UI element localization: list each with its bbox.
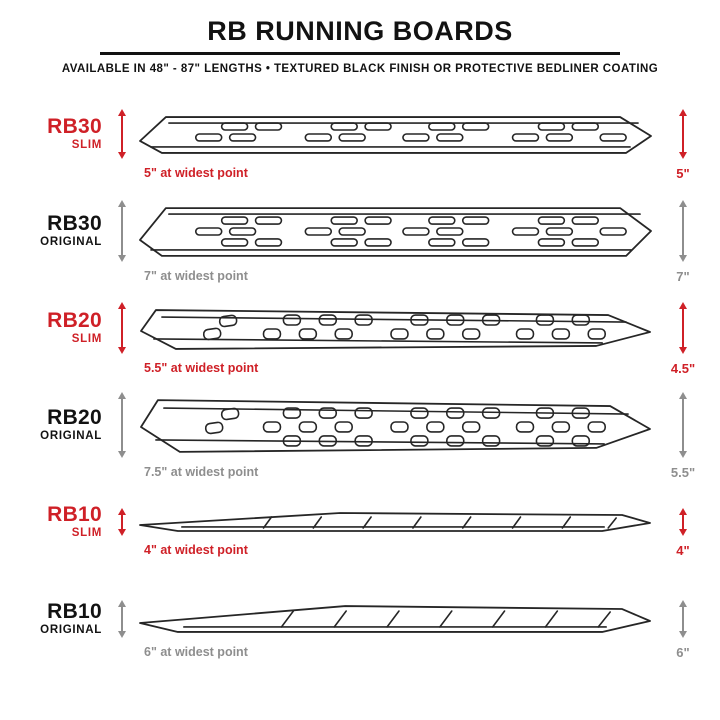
product-row-rb10-slim: RB10 SLIM [0, 473, 720, 570]
height-arrow-icon [676, 302, 690, 354]
model-name: RB30 [47, 211, 102, 235]
product-row-rb20-original: RB20 ORIGINAL [0, 376, 720, 480]
product-row-rb20-slim: RB20 SLIM [0, 279, 720, 376]
variant-name: SLIM [71, 139, 102, 152]
width-note: 7" at widest point [144, 268, 248, 283]
height-arrow-icon [676, 600, 690, 638]
page-subtitle: AVAILABLE IN 48" - 87" LENGTHS • TEXTURE… [61, 63, 659, 75]
title-underline [100, 52, 620, 55]
product-row-rb30-original: RB30 ORIGINAL [0, 182, 720, 284]
left-arrow-cell [108, 182, 136, 279]
variant-name: SLIM [71, 527, 102, 540]
left-arrow-cell [108, 570, 136, 667]
arrow-line [121, 604, 123, 633]
slash-pattern [280, 609, 611, 628]
left-arrow-cell [108, 85, 136, 182]
product-rows: RB30 SLIM [0, 85, 720, 667]
arrow-line [121, 113, 123, 154]
board-drawing-rb20-slim [140, 308, 651, 350]
product-label: RB20 ORIGINAL [8, 405, 108, 443]
height-arrow-icon [115, 109, 129, 159]
product-label: RB10 SLIM [8, 502, 108, 540]
page-title: RB RUNNING BOARDS [207, 16, 513, 46]
board-drawing-rb30-original [139, 206, 652, 257]
width-note: 6" at widest point [144, 644, 248, 659]
slot-pattern [194, 121, 627, 142]
arrow-line [121, 306, 123, 349]
board-drawing-rb20-original [140, 398, 651, 453]
model-name: RB20 [47, 308, 102, 332]
height-value: 6" [676, 644, 690, 660]
product-label: RB30 ORIGINAL [8, 211, 108, 249]
board-cell: 7" at widest point [136, 200, 654, 283]
variant-name: ORIGINAL [40, 430, 102, 443]
page-header: RB RUNNING BOARDS AVAILABLE IN 48" - 87"… [0, 16, 720, 75]
board-cell: 7.5" at widest point [136, 392, 654, 479]
height-value: 5" [676, 165, 690, 181]
right-arrow-cell: 4" [654, 508, 712, 558]
board-cell: 5" at widest point [136, 109, 654, 180]
height-arrow-icon [115, 200, 129, 262]
height-value: 7" [676, 268, 690, 284]
model-name: RB10 [47, 502, 102, 526]
height-arrow-icon [676, 508, 690, 536]
height-arrow-icon [676, 392, 690, 458]
height-arrow-icon [115, 600, 129, 638]
height-value: 5.5" [670, 464, 696, 480]
board-drawing-rb10-slim [139, 511, 651, 532]
height-arrow-icon [115, 302, 129, 354]
board-drawing-rb10-original [139, 604, 651, 633]
right-arrow-cell: 5" [654, 109, 712, 181]
vent-pattern [204, 406, 606, 447]
vent-pattern [202, 313, 606, 340]
variant-name: SLIM [71, 333, 102, 346]
model-name: RB10 [47, 599, 102, 623]
height-arrow-icon [676, 109, 690, 159]
arrow-line [682, 396, 684, 453]
board-drawing-rb30-slim [139, 115, 652, 154]
variant-name: ORIGINAL [40, 236, 102, 249]
left-arrow-cell [108, 473, 136, 570]
right-arrow-cell: 4.5" [654, 302, 712, 376]
height-arrow-icon [115, 392, 129, 458]
product-label: RB30 SLIM [8, 114, 108, 152]
product-row-rb30-slim: RB30 SLIM [0, 85, 720, 182]
variant-name: ORIGINAL [40, 624, 102, 637]
product-row-rb10-original: RB10 ORIGINAL [0, 570, 720, 667]
right-arrow-cell: 7" [654, 200, 712, 284]
left-arrow-cell [108, 376, 136, 473]
model-name: RB20 [47, 405, 102, 429]
arrow-line [121, 396, 123, 453]
slot-pattern [194, 215, 627, 247]
arrow-line [682, 113, 684, 154]
height-value: 4" [676, 542, 690, 558]
slash-pattern [262, 515, 617, 529]
left-arrow-cell [108, 279, 136, 376]
board-cell: 6" at widest point [136, 600, 654, 659]
arrow-line [682, 306, 684, 349]
width-note: 5.5" at widest point [144, 360, 259, 375]
width-note: 5" at widest point [144, 165, 248, 180]
width-note: 4" at widest point [144, 542, 248, 557]
right-arrow-cell: 5.5" [654, 392, 712, 480]
board-cell: 5.5" at widest point [136, 302, 654, 375]
arrow-line [121, 512, 123, 531]
product-label: RB10 ORIGINAL [8, 599, 108, 637]
height-arrow-icon [676, 200, 690, 262]
product-label: RB20 SLIM [8, 308, 108, 346]
arrow-line [682, 204, 684, 257]
width-note: 7.5" at widest point [144, 464, 259, 479]
board-cell: 4" at widest point [136, 508, 654, 557]
arrow-line [682, 604, 684, 633]
arrow-line [121, 204, 123, 257]
right-arrow-cell: 6" [654, 600, 712, 660]
arrow-line [682, 512, 684, 531]
model-name: RB30 [47, 114, 102, 138]
height-value: 4.5" [670, 360, 696, 376]
height-arrow-icon [115, 508, 129, 536]
